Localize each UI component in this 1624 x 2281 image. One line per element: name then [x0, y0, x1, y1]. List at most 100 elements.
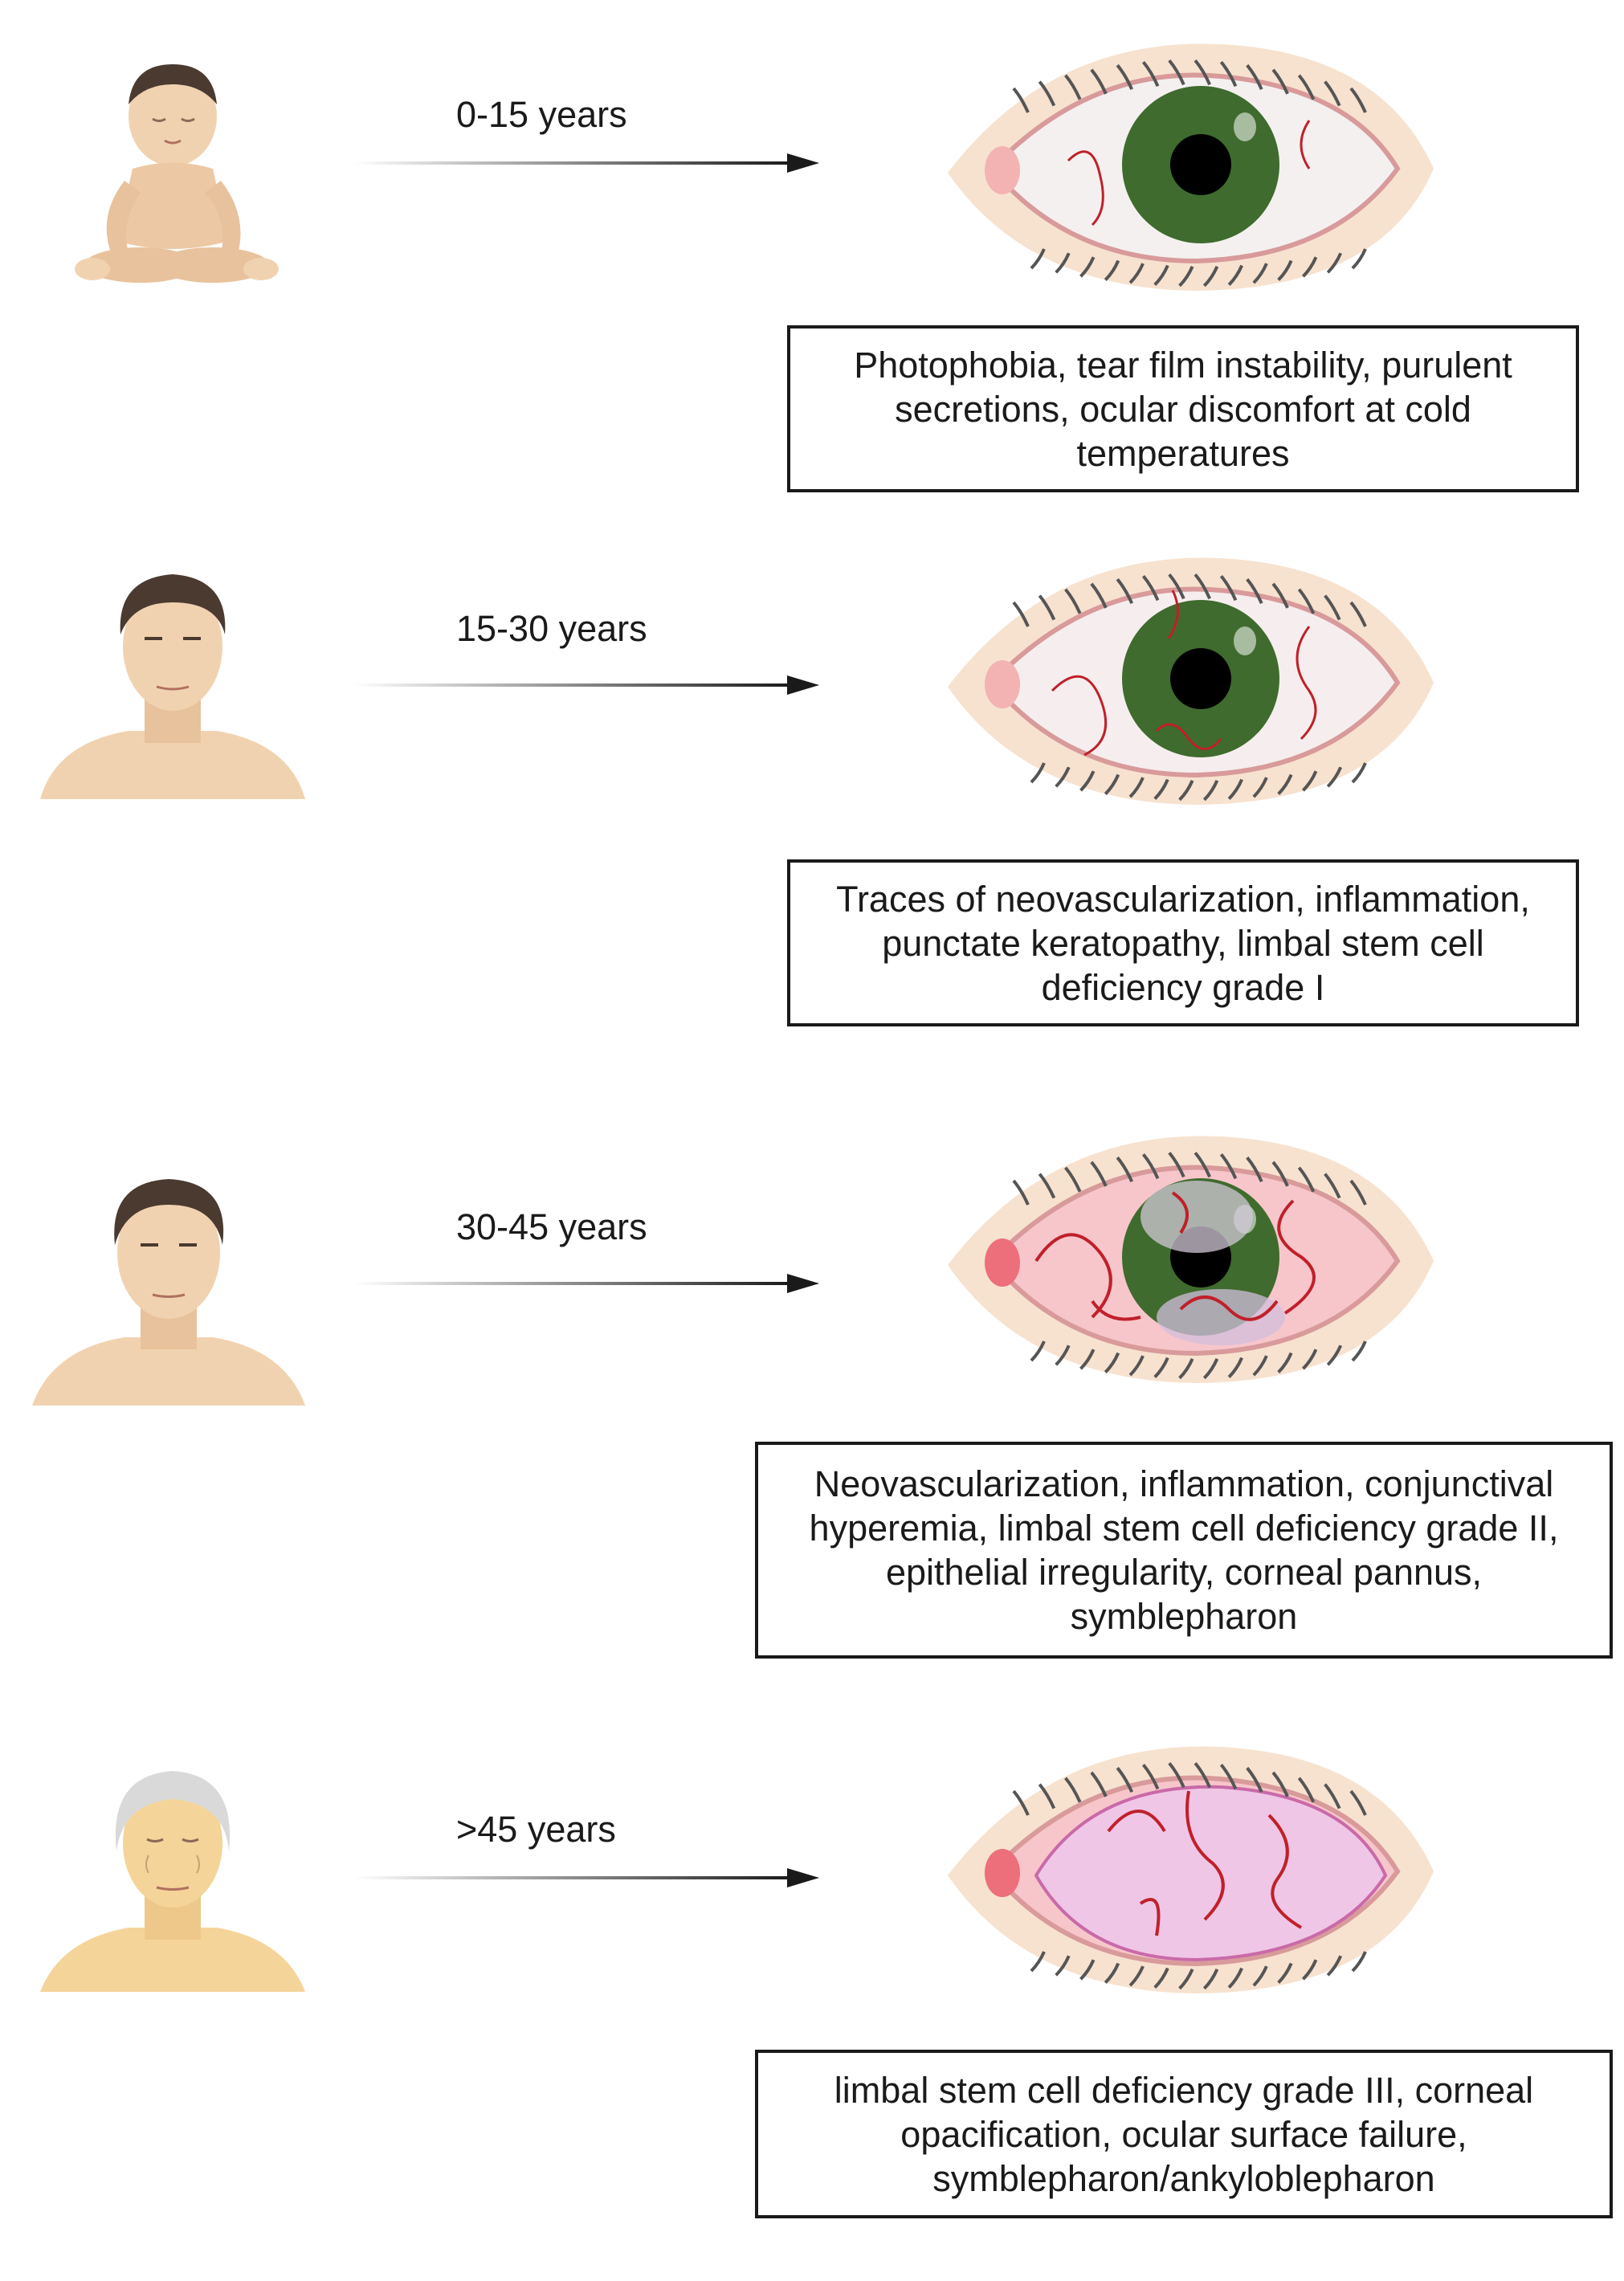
eyelash	[1153, 778, 1169, 800]
eyelash	[1030, 248, 1046, 270]
corneal-opacity	[1034, 1785, 1388, 1962]
eyelash	[1349, 1179, 1367, 1206]
eyelash	[1219, 1763, 1238, 1790]
eye-healthy-icon	[948, 43, 1434, 291]
eyelash	[1202, 266, 1219, 288]
eyelash	[1030, 1951, 1046, 1973]
eyelash	[1202, 780, 1219, 802]
blood-vessel	[1091, 1300, 1141, 1321]
symptom-line: epithelial irregularity, corneal pannus,	[885, 1552, 1483, 1593]
age-label: 15-30 years	[456, 608, 647, 649]
eyelash	[1128, 1355, 1145, 1377]
caruncle	[985, 146, 1020, 194]
eyelash	[1038, 80, 1056, 107]
eyelash	[1128, 263, 1145, 284]
age-label: 30-45 years	[456, 1206, 647, 1247]
pannus-lower	[1157, 1289, 1285, 1345]
symptom-box: limbal stem cell deficiency grade III, c…	[755, 2050, 1613, 2218]
eyelash	[1116, 577, 1134, 605]
eyelash	[1271, 1771, 1289, 1797]
eyelash	[1351, 248, 1367, 270]
eyelash	[1141, 574, 1160, 602]
eye-early-neovascularization-icon	[948, 557, 1434, 805]
eyelash	[1324, 1173, 1341, 1199]
eyelash	[1012, 601, 1030, 627]
eyelash	[1324, 1783, 1341, 1810]
caruncle	[985, 660, 1020, 708]
arrow-icon	[353, 675, 819, 695]
eyelash	[1178, 1969, 1194, 1990]
eyelash	[1178, 780, 1194, 802]
eyelash	[1351, 1340, 1367, 1362]
blood-vessel	[1296, 626, 1317, 741]
eyelash	[1302, 770, 1318, 792]
eyelash	[1116, 63, 1134, 91]
eyelash	[1104, 1962, 1120, 1985]
eyelash	[1277, 1962, 1293, 1985]
eyelash	[1324, 80, 1341, 107]
eyelash	[1219, 574, 1238, 602]
eyelash	[1064, 74, 1082, 100]
eyelash	[1090, 68, 1108, 95]
eyelash	[1302, 256, 1318, 278]
eyelash	[1246, 577, 1263, 605]
eyelash	[1141, 1763, 1160, 1790]
eye-inflamed-icon	[948, 1136, 1434, 1383]
eyelash	[1277, 1352, 1293, 1374]
eyelash	[1055, 1955, 1071, 1977]
eyelash	[1030, 762, 1046, 784]
eyelash	[1012, 1179, 1030, 1206]
stage-0-15: 0-15 years Photophobia, tear film instab…	[0, 0, 1624, 562]
eyelash	[1219, 1153, 1238, 1180]
eyelash	[1297, 1166, 1316, 1193]
eyelash	[1271, 68, 1289, 95]
eyelash	[1012, 87, 1030, 113]
eyelash	[1227, 778, 1243, 800]
eyelash	[1297, 74, 1316, 100]
eyelash	[1277, 773, 1293, 796]
eyelash	[1012, 1789, 1030, 1816]
eyelash	[1194, 1151, 1211, 1178]
eyelash	[1055, 252, 1071, 274]
arrow-icon	[353, 1274, 819, 1293]
adult-icon	[32, 1179, 305, 1406]
blood-vessel	[1277, 1199, 1316, 1315]
eyelash	[1202, 1969, 1219, 1990]
eyelash	[1252, 777, 1268, 798]
eyelash	[1141, 1153, 1160, 1180]
eyelash	[1227, 1357, 1243, 1378]
eyelash	[1079, 1959, 1096, 1981]
symptom-line: opacification, ocular surface failure,	[900, 2113, 1467, 2155]
eyelash	[1153, 1967, 1169, 1989]
eyelash	[1326, 252, 1343, 274]
eyelash	[1277, 259, 1293, 282]
symptom-line: Photophobia, tear film instability, puru…	[854, 344, 1512, 386]
eyelash	[1104, 259, 1120, 282]
eyelash	[1246, 1766, 1263, 1793]
elderly-icon	[40, 1771, 305, 1992]
blood-vessel	[1179, 1296, 1279, 1321]
symptom-box: Photophobia, tear film instability, puru…	[787, 325, 1579, 492]
eyelash	[1038, 1783, 1056, 1810]
eyelash	[1297, 1777, 1316, 1803]
eyelash	[1079, 256, 1096, 278]
eyelash	[1038, 594, 1056, 621]
eyelash	[1302, 1349, 1318, 1370]
eyelash	[1038, 1173, 1056, 1199]
eyelash	[1090, 582, 1108, 609]
eyelash	[1349, 1789, 1367, 1816]
eyelash	[1271, 1161, 1289, 1187]
blood-vessel	[1155, 723, 1222, 750]
caruncle	[985, 1849, 1020, 1897]
eyelash	[1349, 87, 1367, 113]
eyelash	[1351, 762, 1367, 784]
eyelash	[1090, 1771, 1108, 1797]
eyelash	[1168, 573, 1185, 600]
eyelash	[1297, 588, 1316, 614]
eyelash	[1227, 1967, 1243, 1989]
eyelash	[1079, 1349, 1096, 1370]
eyelash	[1178, 266, 1194, 288]
symptom-line: Traces of neovascularization, inflammati…	[836, 878, 1530, 920]
blood-vessel	[1185, 1790, 1225, 1921]
eyelash	[1349, 601, 1367, 627]
